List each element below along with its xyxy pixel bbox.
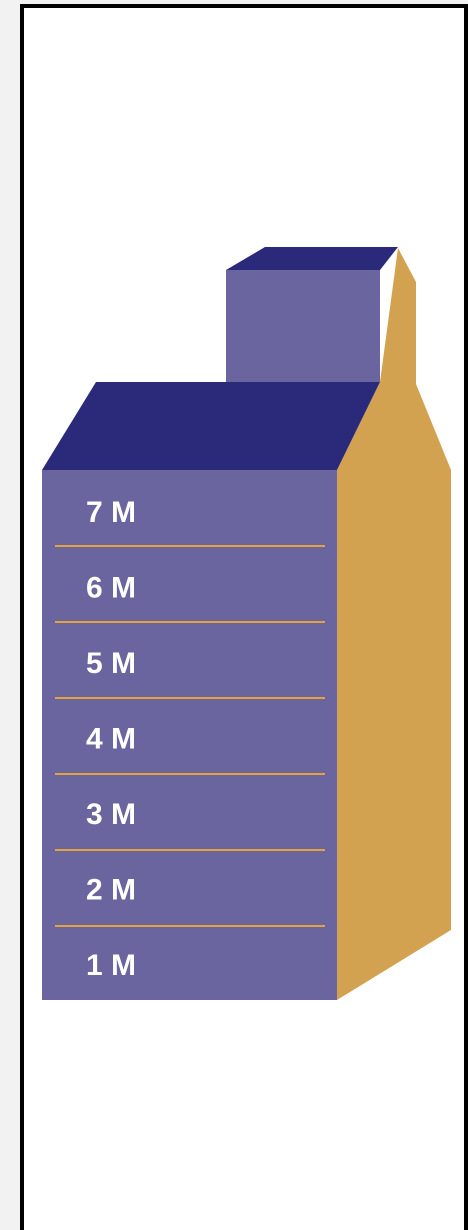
floor-label: 1 M — [86, 949, 136, 982]
floor-stack: 7 M 6 M 5 M 4 M 3 M 2 M 1 M — [55, 496, 325, 982]
tower-front-face — [226, 270, 380, 382]
floor-label: 2 M — [86, 874, 136, 907]
floor-label: 7 M — [86, 496, 136, 529]
floor-label: 4 M — [86, 723, 136, 756]
main-roof — [42, 382, 380, 470]
floor-label: 5 M — [86, 647, 136, 680]
floor-label: 3 M — [86, 798, 136, 831]
floor-label: 6 M — [86, 572, 136, 605]
building-side-face — [337, 248, 451, 1000]
tower-roof — [226, 247, 398, 270]
building-front-face — [42, 470, 337, 1000]
